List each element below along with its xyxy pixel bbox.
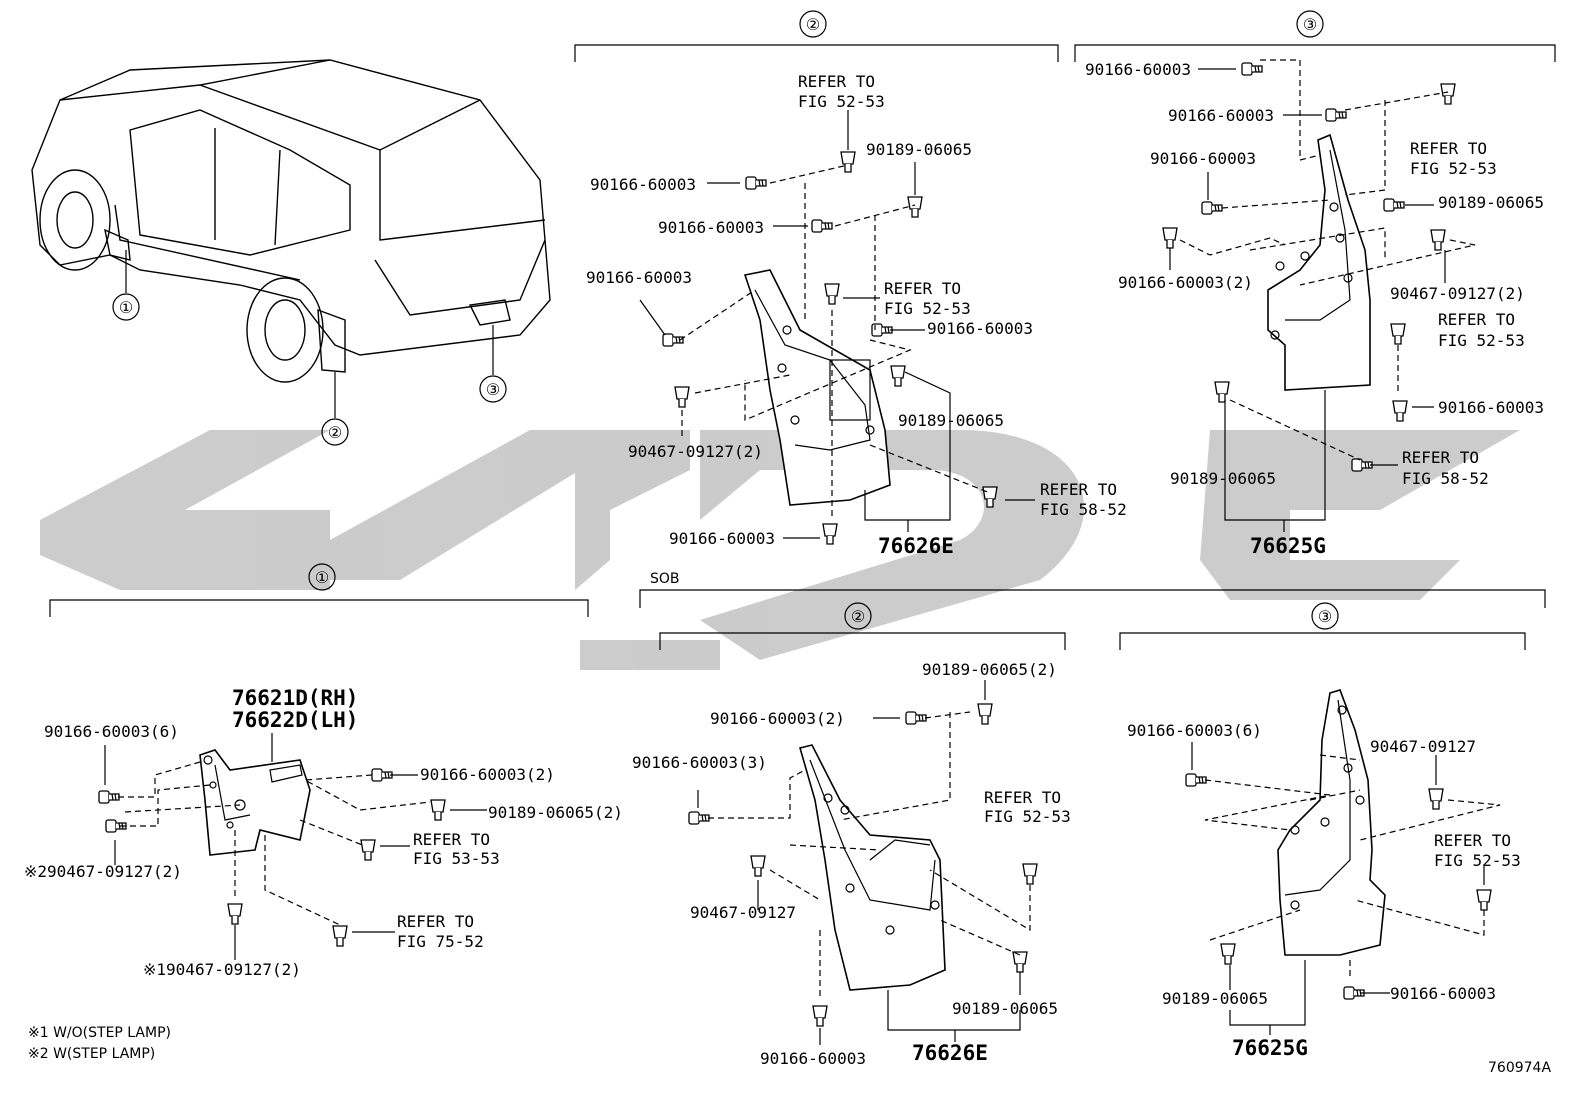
assembly-number: 76621D(RH) — [232, 686, 358, 710]
labels-bottom-one: 76621D(RH) 76622D(LH) 90166-60003(6) 901… — [24, 686, 623, 979]
refer-label: FIG 52-53 — [884, 299, 971, 318]
section-brackets — [49, 44, 1556, 650]
callout-circle — [1311, 602, 1339, 630]
part-number: 90166-60003(2) — [710, 709, 845, 728]
part-number: 90189-06065 — [1162, 989, 1268, 1008]
callout-circle — [844, 602, 872, 630]
part-number: ※290467-09127(2) — [24, 862, 182, 881]
callout-two: ② — [328, 423, 342, 442]
part-number: 90166-60003(2) — [420, 765, 555, 784]
assembly-number: 76622D(LH) — [232, 708, 358, 732]
mudguard-76626E-bottom — [799, 744, 946, 991]
callout-circle — [799, 10, 827, 38]
part-number: 90166-60003 — [1168, 106, 1274, 125]
refer-label: FIG 75-52 — [397, 932, 484, 951]
sob-label: SOB — [650, 571, 680, 587]
labels-top-two: REFER TO FIG 52-53 90189-06065 90166-600… — [586, 72, 1127, 558]
assembly-number: 76626E — [912, 1041, 988, 1065]
part-number: 90166-60003 — [760, 1049, 866, 1068]
callout-one: ① — [119, 298, 133, 317]
section-three-bottom-callout: ③ — [1318, 607, 1332, 626]
refer-label: REFER TO — [413, 830, 490, 849]
part-number: 90166-60003(6) — [44, 722, 179, 741]
mudguard-76625G-top — [1267, 133, 1371, 391]
part-number: 90166-60003(3) — [632, 753, 767, 772]
footnote-1: ※1 W/O(STEP LAMP) — [28, 1025, 171, 1041]
refer-label: REFER TO — [1040, 480, 1117, 499]
part-number: 90189-06065 — [866, 140, 972, 159]
mudguard-76621D-bottom — [199, 749, 311, 856]
leader-lines-bottom-one — [104, 733, 487, 960]
part-number: 90166-60003 — [1390, 984, 1496, 1003]
callout-circle — [1296, 10, 1324, 38]
leader-lines-bottom-two — [697, 680, 1031, 1045]
refer-label: FIG 52-53 — [984, 807, 1071, 826]
labels-top-three: 90166-60003 90166-60003 REFER TO FIG 52-… — [1085, 60, 1544, 558]
drawing-number: 760974A — [1488, 1060, 1551, 1076]
callout-circle — [321, 418, 349, 446]
callout-circle — [308, 563, 336, 591]
part-number: 90166-60003 — [1438, 398, 1544, 417]
refer-label: REFER TO — [1434, 831, 1511, 850]
part-number: 90189-06065 — [898, 411, 1004, 430]
part-number: 90166-60003 — [1150, 149, 1256, 168]
leader-lines-top-three — [1169, 59, 1476, 532]
part-number: 90166-60003(2) — [1118, 273, 1253, 292]
leader-lines-bottom-three — [1191, 742, 1501, 1035]
refer-label: FIG 58-52 — [1040, 500, 1127, 519]
part-number: 90189-06065 — [1170, 469, 1276, 488]
refer-label: REFER TO — [1410, 139, 1487, 158]
mudguard-76625G-bottom — [1277, 689, 1386, 956]
assembly-number: 76625G — [1232, 1036, 1308, 1060]
labels-bottom-three: 90166-60003(6) 90467-09127 REFER TO FIG … — [1127, 721, 1521, 1060]
refer-label: FIG 52-53 — [1410, 159, 1497, 178]
part-number: 90166-60003 — [658, 218, 764, 237]
callout-three: ③ — [486, 380, 500, 399]
refer-label: FIG 53-53 — [413, 849, 500, 868]
part-number: 90467-09127(2) — [628, 442, 763, 461]
refer-label: REFER TO — [1438, 310, 1515, 329]
callout-circle — [112, 293, 140, 321]
refer-label: REFER TO — [397, 912, 474, 931]
refer-label: FIG 58-52 — [1402, 469, 1489, 488]
part-number: 90467-09127 — [1370, 737, 1476, 756]
part-number: 90166-60003 — [586, 268, 692, 287]
refer-label: REFER TO — [1402, 448, 1479, 467]
part-number: 90166-60003 — [669, 529, 775, 548]
callout-circle — [479, 375, 507, 403]
footnote-2: ※2 W(STEP LAMP) — [28, 1046, 155, 1062]
leader-lines-top-two — [639, 110, 1035, 539]
part-number: ※190467-09127(2) — [143, 960, 301, 979]
part-number: 90189-06065 — [952, 999, 1058, 1018]
refer-label: FIG 52-53 — [1434, 851, 1521, 870]
refer-label: REFER TO — [798, 72, 875, 91]
part-number: 90467-09127(2) — [1390, 284, 1525, 303]
refer-label: REFER TO — [884, 279, 961, 298]
assembly-number: 76625G — [1250, 534, 1326, 558]
part-number: 90166-60003 — [590, 175, 696, 194]
labels-bottom-two: 90189-06065(2) 90166-60003(2) 90166-6000… — [632, 660, 1071, 1068]
mudguard-76626E-top — [743, 269, 891, 506]
part-number: 90166-60003 — [927, 319, 1033, 338]
section-two-bottom-callout: ② — [851, 607, 865, 626]
section-three-top-callout: ③ — [1303, 15, 1317, 34]
part-number: 90166-60003(6) — [1127, 721, 1262, 740]
refer-label: REFER TO — [984, 788, 1061, 807]
refer-label: FIG 52-53 — [1438, 331, 1525, 350]
part-number: 90467-09127 — [690, 903, 796, 922]
refer-label: FIG 52-53 — [798, 92, 885, 111]
vehicle-overview — [31, 59, 551, 418]
part-number: 90166-60003 — [1085, 60, 1191, 79]
section-two-top-callout: ② — [806, 15, 820, 34]
section-one-callout: ① — [315, 568, 329, 587]
part-number: 90189-06065(2) — [922, 660, 1057, 679]
assembly-number: 76626E — [878, 534, 954, 558]
part-number: 90189-06065(2) — [488, 803, 623, 822]
part-number: 90189-06065 — [1438, 193, 1544, 212]
